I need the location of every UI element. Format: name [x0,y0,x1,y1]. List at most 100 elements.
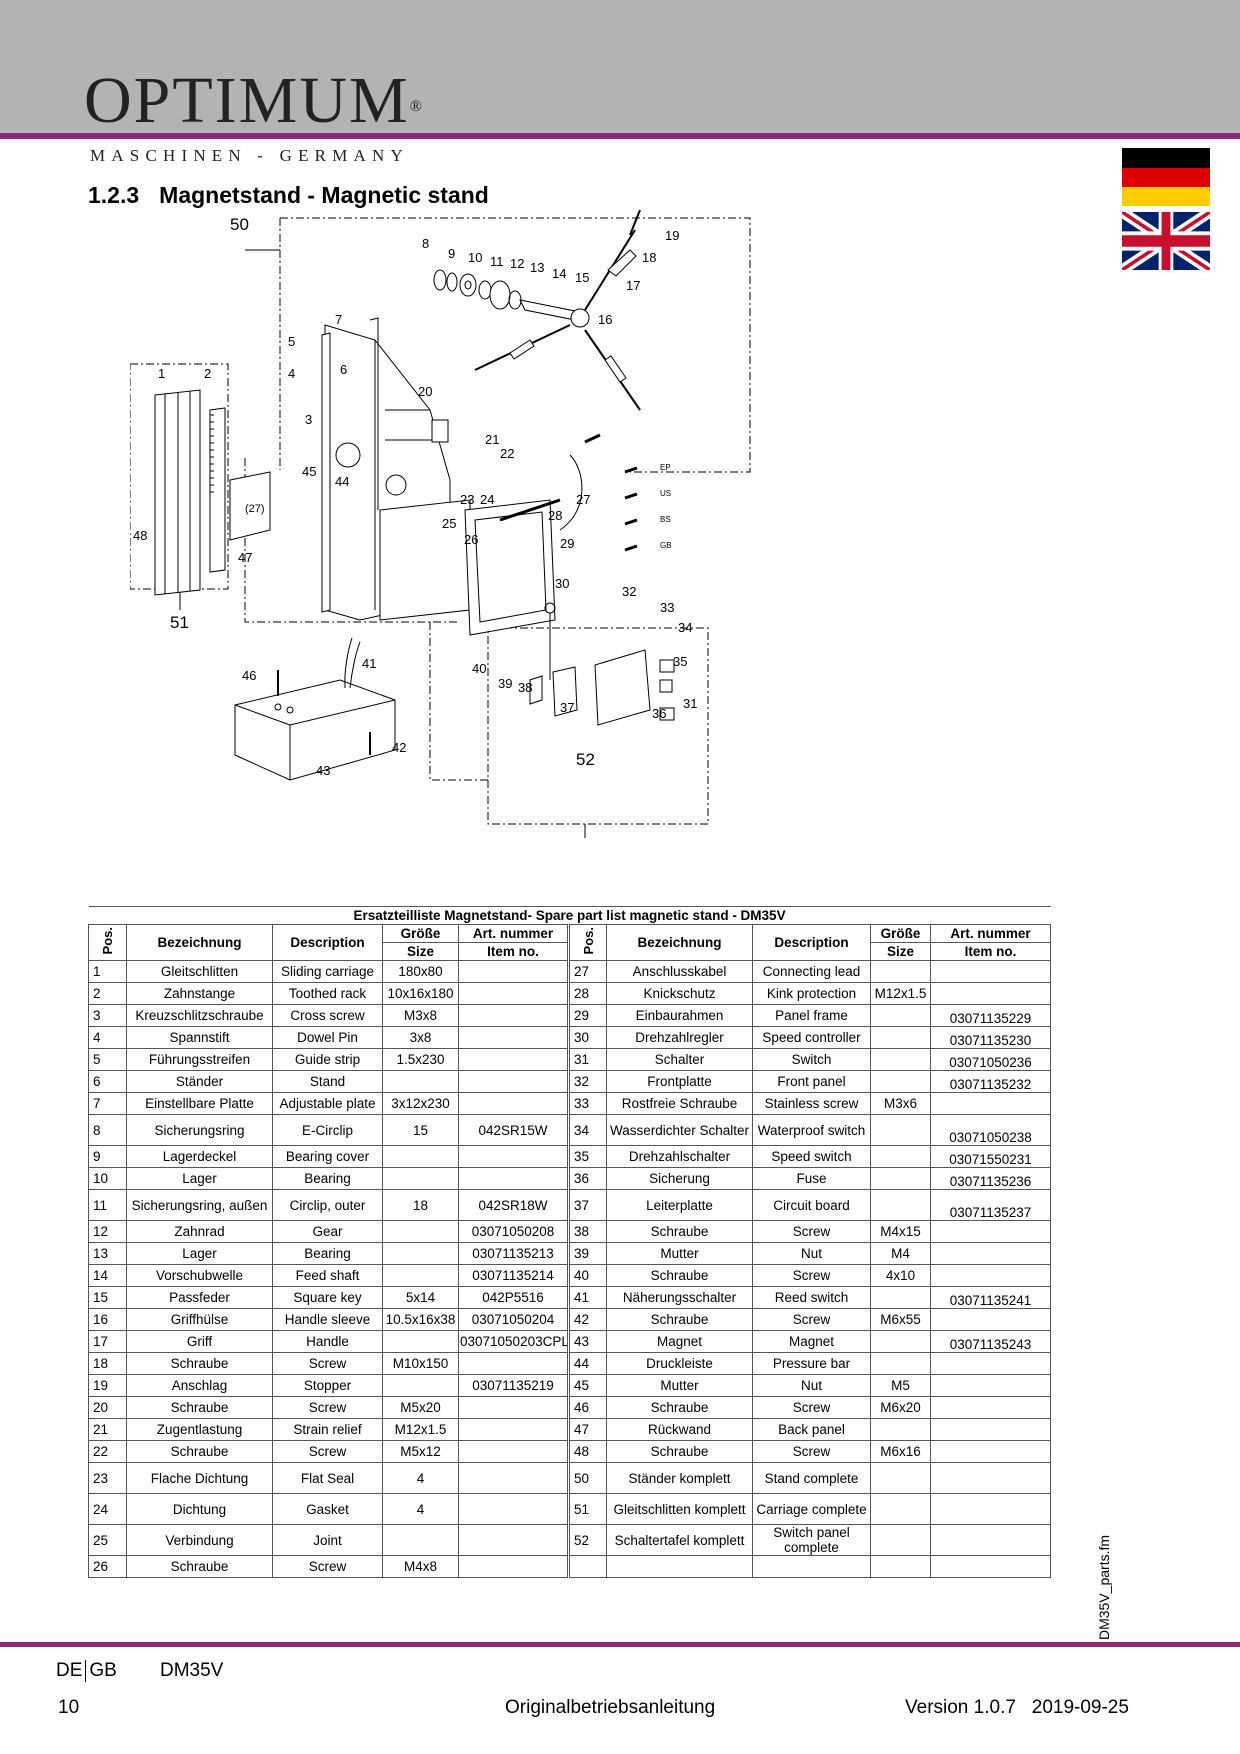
cell-size: M3x8 [382,1004,459,1027]
cell-bezeichnung: Druckleiste [606,1352,753,1375]
cell-size [382,1242,459,1265]
cell-bezeichnung: Ständer [126,1070,273,1093]
cell-bezeichnung: Schraube [606,1308,753,1331]
cell-size: M12x1.5 [382,1418,459,1441]
plug-label-ep: EP [660,463,671,472]
cell-description: Back panel [752,1418,871,1441]
svg-text:9: 9 [448,246,455,261]
cell-bezeichnung: Lager [126,1242,273,1265]
cell-item [929,1264,1052,1287]
cell-description: Stopper [272,1374,383,1397]
cell-item [458,1396,569,1419]
footer-version: Version 1.0.7 2019-09-25 [905,1697,1129,1718]
cell-description: Handle [272,1330,383,1353]
cell-pos: 34 [567,1114,607,1146]
col-header-description: Description [272,924,383,961]
cell-description: Bearing [272,1167,383,1190]
cell-item: 03071135219 [458,1374,569,1397]
svg-text:13: 13 [530,260,544,275]
cell-size [870,1524,931,1556]
col-header-item-no: Item no. [458,942,569,961]
cell-pos: 7 [88,1092,127,1115]
svg-text:16: 16 [598,312,612,327]
footer-lang-de: DE [56,1660,83,1682]
header-divider [0,133,1240,139]
cell-pos: 27 [567,960,607,983]
cell-description: Speed switch [752,1145,871,1168]
cell-item: 03071050203CPL [458,1330,569,1353]
cell-description: Screw [272,1555,383,1578]
cell-pos: 22 [88,1440,127,1463]
cell-pos: 28 [567,982,607,1005]
cell-description: Screw [752,1308,871,1331]
svg-text:7: 7 [335,312,342,327]
cell-bezeichnung: Mutter [606,1374,753,1397]
cell-pos: 43 [567,1330,607,1353]
cell-description: Toothed rack [272,982,383,1005]
svg-text:20: 20 [418,384,432,399]
source-filename: DM35V_parts.fm [1096,1534,1112,1640]
cell-description: Stainless screw [752,1092,871,1115]
cell-size [382,1145,459,1168]
col-header-bezeichnung: Bezeichnung [126,924,273,961]
cell-bezeichnung: Gleitschlitten [126,960,273,983]
col-header-description-right: Description [752,924,871,961]
svg-text:22: 22 [500,446,514,461]
svg-text:34: 34 [678,620,692,635]
svg-text:18: 18 [642,250,656,265]
cell-pos: 48 [567,1440,607,1463]
cell-item: 03071135230 [929,1026,1052,1049]
cell-pos: 19 [88,1374,127,1397]
cell-pos: 45 [567,1374,607,1397]
spare-parts-table: Ersatzteilliste Magnetstand- Spare part … [88,906,1052,1578]
cell-bezeichnung: Zahnrad [126,1220,273,1243]
cell-size: M4x8 [382,1555,459,1578]
cell-size: 10.5x16x38 [382,1308,459,1331]
cell-size: 5x14 [382,1286,459,1309]
col-header-pos: Pos. [88,924,127,961]
cell-pos: 9 [88,1145,127,1168]
cell-pos: 35 [567,1145,607,1168]
cell-description: Guide strip [272,1048,383,1071]
cell-pos: 52 [567,1524,607,1556]
cell-bezeichnung: Wasserdichter Schalter [606,1114,753,1146]
plug-label-us: US [660,489,671,498]
cell-description: Switch [752,1048,871,1071]
cell-pos: 20 [88,1396,127,1419]
cell-item [458,1048,569,1071]
cell-bezeichnung: Kreuzschlitzschraube [126,1004,273,1027]
svg-text:19: 19 [665,228,679,243]
col-header-bezeichnung-right: Bezeichnung [606,924,753,961]
cell-size: M5x20 [382,1396,459,1419]
cell-bezeichnung: Schraube [606,1264,753,1287]
cell-item: 03071135243 [929,1330,1052,1353]
cell-size: M5x12 [382,1440,459,1463]
cell-item: 03071135241 [929,1286,1052,1309]
cell-description: Speed controller [752,1026,871,1049]
cell-bezeichnung: Knickschutz [606,982,753,1005]
cell-bezeichnung: Einstellbare Platte [126,1092,273,1115]
cell-pos: 50 [567,1462,607,1494]
cell-description: Screw [272,1440,383,1463]
col-header-groesse: Größe [382,924,459,943]
cell-item: 042P5516 [458,1286,569,1309]
cell-description: Circuit board [752,1189,871,1221]
svg-text:35: 35 [673,654,687,669]
cell-size: 10x16x180 [382,982,459,1005]
cell-bezeichnung: Flache Dichtung [126,1462,273,1494]
cell-bezeichnung: Anschlusskabel [606,960,753,983]
cell-pos: 15 [88,1286,127,1309]
cell-item [929,1555,1052,1578]
cell-item [458,1418,569,1441]
svg-text:5: 5 [288,334,295,349]
cell-description: Stand [272,1070,383,1093]
svg-text:25: 25 [442,516,456,531]
cell-item: 03071050208 [458,1220,569,1243]
cell-description: Square key [272,1286,383,1309]
cell-item: 03071135213 [458,1242,569,1265]
